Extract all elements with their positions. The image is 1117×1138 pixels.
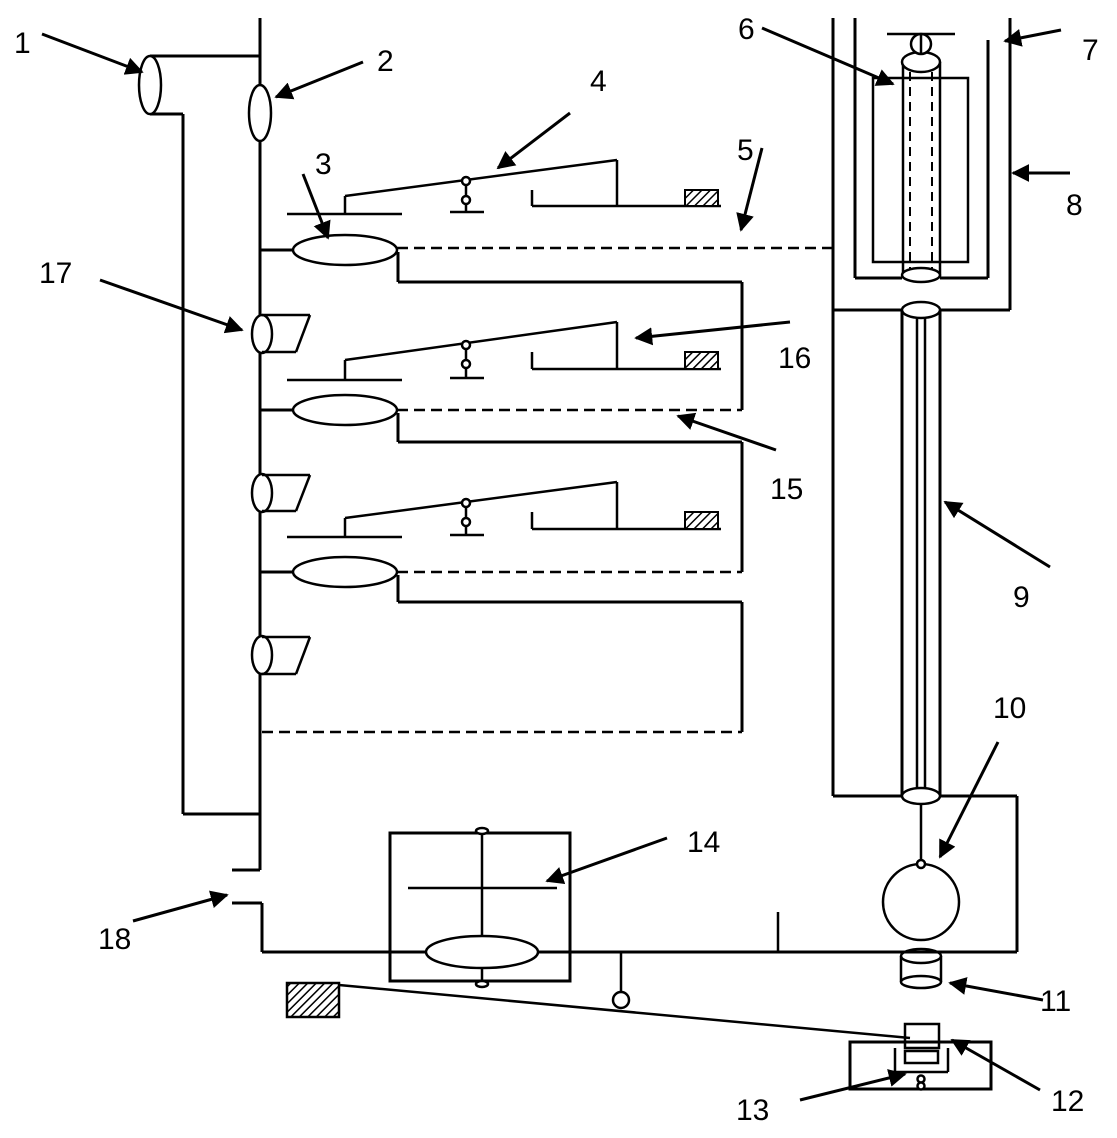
weight-block	[684, 351, 719, 370]
label-5: 5	[737, 134, 754, 167]
tier-valve	[291, 555, 399, 589]
side-valve-17	[250, 313, 312, 355]
tier-3	[250, 472, 744, 732]
counterweight-block	[285, 981, 341, 1019]
label-15: 15	[770, 473, 803, 506]
tier-valve-3	[291, 233, 399, 267]
label-17: 17	[39, 257, 72, 290]
label-18: 18	[98, 923, 131, 956]
side-valve	[250, 634, 312, 676]
label-14: 14	[687, 826, 720, 859]
bypass-valve	[137, 54, 163, 116]
valve-box	[388, 826, 572, 989]
main-valve	[247, 83, 273, 143]
bypass-pipe	[137, 54, 260, 816]
main-vertical-pipe	[232, 18, 262, 872]
tier-4	[250, 634, 742, 734]
label-8: 8	[1066, 189, 1083, 222]
label-1: 1	[14, 27, 31, 60]
counterweight-linkage	[285, 981, 911, 1040]
weight-block	[684, 189, 719, 207]
ball-float	[881, 858, 961, 942]
vertical-tube	[833, 300, 1019, 952]
label-6: 6	[738, 13, 755, 46]
label-13: 13	[736, 1094, 769, 1127]
float-tank	[831, 18, 1012, 796]
small-cup	[899, 947, 943, 990]
label-7: 7	[1082, 34, 1099, 67]
label-4: 4	[590, 65, 607, 98]
label-10: 10	[993, 692, 1026, 725]
number-labels: 1 2 3 4 5 6 7 8 9 10 11 12 13 14 15 16 1…	[14, 13, 1099, 1127]
leader-arrows	[41, 26, 1070, 1102]
label-11: 11	[1040, 985, 1071, 1018]
side-valve	[250, 472, 312, 514]
tier-valve	[291, 393, 399, 427]
tier-1	[260, 158, 833, 410]
tier-2	[250, 313, 744, 572]
label-3: 3	[315, 148, 332, 181]
label-12: 12	[1051, 1085, 1084, 1118]
bottom-pipe	[232, 901, 1017, 1010]
label-16: 16	[778, 342, 811, 375]
label-2: 2	[377, 45, 394, 78]
label-9: 9	[1013, 581, 1030, 614]
weight-block	[684, 511, 719, 530]
